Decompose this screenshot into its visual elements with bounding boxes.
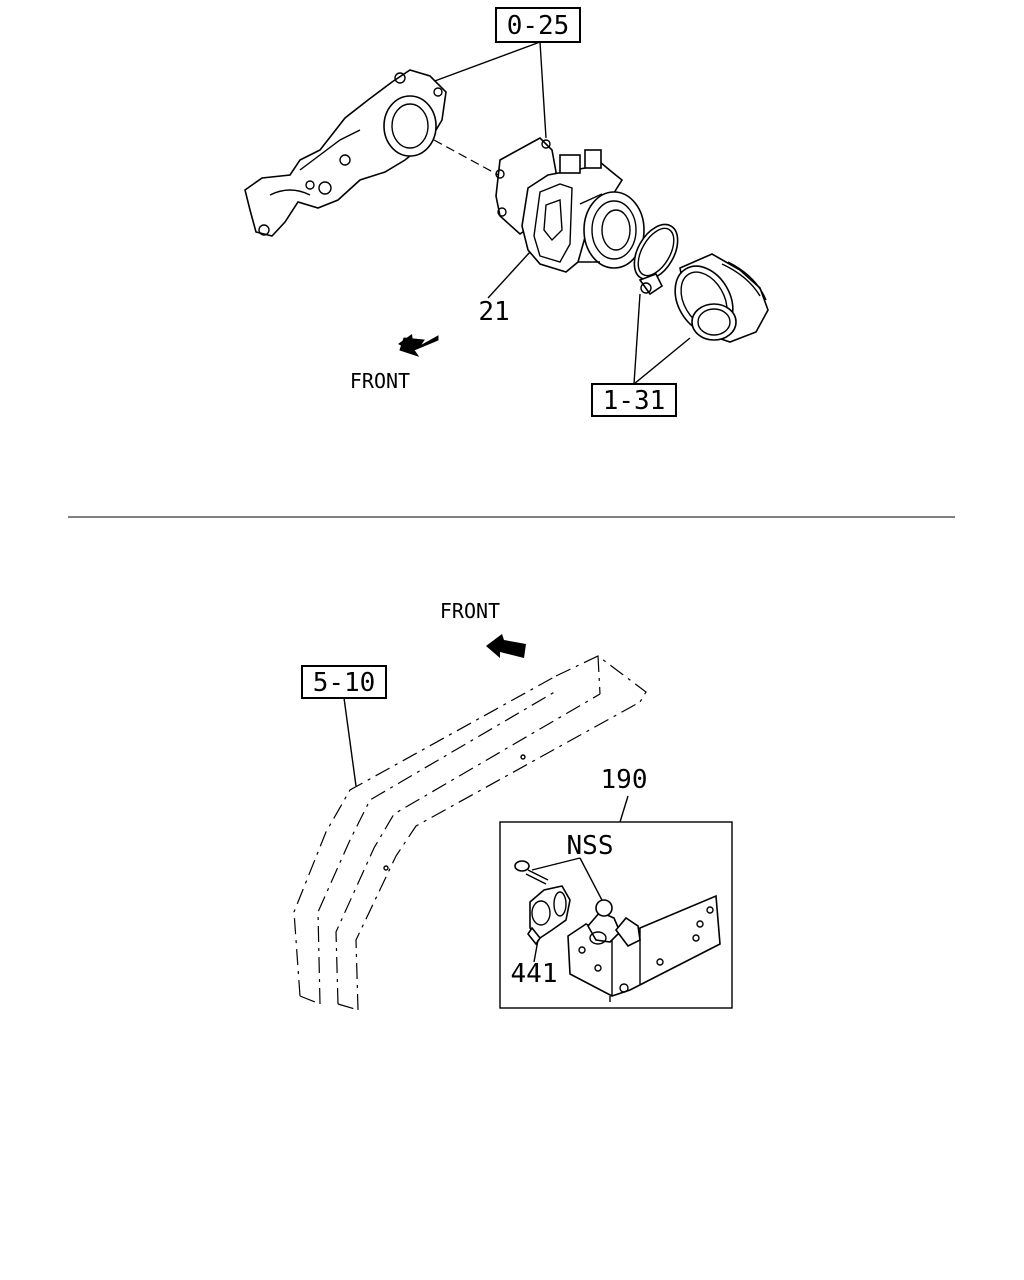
front-label-bottom: FRONT [440, 599, 500, 623]
leader-line [633, 293, 641, 385]
top-diagram: 0-25 [244, 7, 769, 417]
part-number-21[interactable]: 21 [478, 297, 509, 327]
leader-line [619, 795, 629, 823]
throttle-body[interactable] [521, 149, 645, 273]
ref-label-0-25: 0-25 [507, 11, 570, 41]
bolt [514, 860, 549, 885]
arrow-icon [486, 634, 526, 658]
leader-line [531, 857, 581, 871]
note-nss: NSS [567, 831, 614, 861]
bracket [567, 894, 721, 1002]
leader-line [539, 41, 547, 139]
front-arrow-top [398, 334, 439, 357]
sensor-441[interactable] [527, 885, 571, 946]
front-arrow-bottom [486, 634, 526, 658]
intake-manifold [244, 69, 447, 237]
ref-box-0-25[interactable]: 0-25 [495, 7, 581, 43]
leader-line [633, 337, 691, 385]
leader-line [343, 697, 357, 787]
leader-line [431, 41, 541, 83]
bottom-diagram: FRONT 5-10 190 NSS [293, 599, 733, 1011]
leader-line [579, 857, 605, 905]
ref-label-5-10: 5-10 [313, 668, 376, 698]
chassis-frame [293, 655, 647, 1011]
front-label-top: FRONT [350, 369, 410, 393]
leader-line [533, 939, 539, 963]
ref-box-1-31[interactable]: 1-31 [591, 383, 677, 417]
part-number-441[interactable]: 441 [511, 959, 558, 989]
hose-clamp [633, 223, 679, 296]
ref-box-5-10[interactable]: 5-10 [301, 665, 387, 699]
center-line [433, 139, 549, 203]
leader-line [487, 251, 531, 299]
part-number-190[interactable]: 190 [601, 765, 648, 795]
ref-label-1-31: 1-31 [603, 386, 666, 416]
detail-box [499, 821, 733, 1009]
air-hose [674, 253, 769, 343]
